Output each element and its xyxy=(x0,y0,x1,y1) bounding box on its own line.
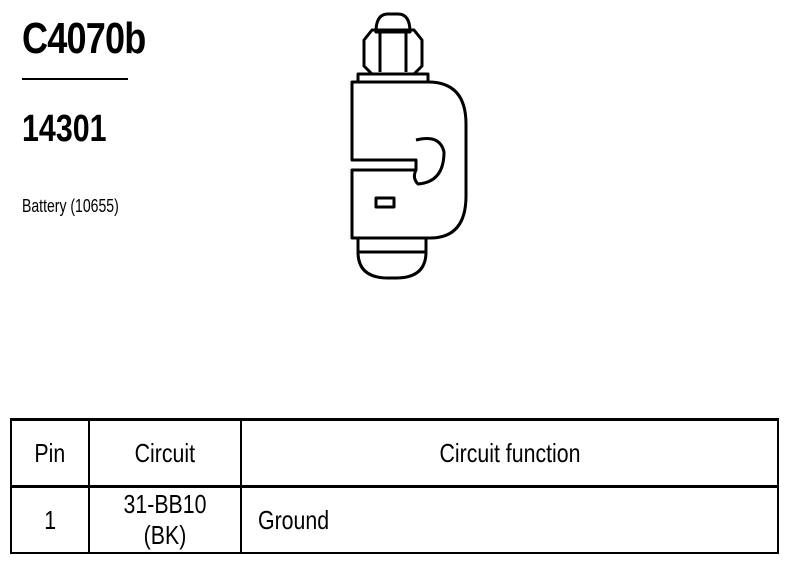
table-row: 1 31-BB10 (BK) Ground xyxy=(10,485,779,554)
pin-table: Pin Circuit Circuit function 1 31-BB10 (… xyxy=(10,418,779,554)
header-pin: Pin xyxy=(10,418,90,488)
header-circuit-function: Circuit function xyxy=(240,418,779,488)
component-name: Battery (10655) xyxy=(22,196,119,216)
terminal-body xyxy=(350,80,468,240)
title-underline xyxy=(22,78,128,80)
hex-nut xyxy=(362,28,424,76)
cell-pin: 1 xyxy=(10,485,90,554)
part-number: 14301 xyxy=(22,108,107,150)
header-circuit: Circuit xyxy=(88,418,242,488)
terminal-slot xyxy=(374,196,396,209)
stud-hole xyxy=(412,137,446,186)
crimp-end xyxy=(356,238,428,280)
bolt-cap xyxy=(374,12,412,34)
cell-circuit-function: Ground xyxy=(240,485,779,554)
cell-circuit: 31-BB10 (BK) xyxy=(88,485,242,554)
ring-terminal-drawing xyxy=(350,12,468,280)
table-header-row: Pin Circuit Circuit function xyxy=(10,418,779,488)
connector-id: C4070b xyxy=(22,14,146,63)
